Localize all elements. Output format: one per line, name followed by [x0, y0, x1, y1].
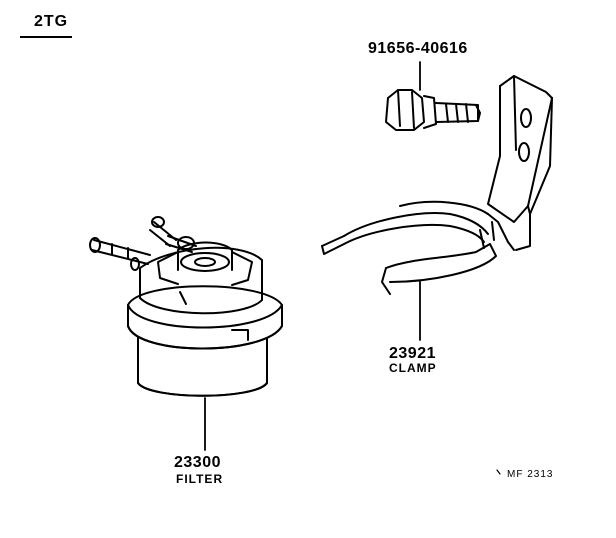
bolt-part-number: 91656-40616: [368, 40, 468, 57]
filter-part-name: FILTER: [176, 472, 224, 486]
clamp-part-number: 23921: [389, 345, 436, 362]
diagram-reference-code: MF 2313: [507, 469, 554, 480]
engine-variant-label: 2TG: [34, 13, 69, 30]
filter-part-number: 23300: [174, 454, 221, 471]
bolt-illustration: [385, 89, 481, 131]
ref-tick-mark: [496, 469, 501, 475]
clamp-part-name: CLAMP: [389, 361, 437, 375]
clamp-illustration: [321, 75, 553, 295]
variant-underline: [20, 36, 72, 38]
fuel-filter-illustration: [89, 216, 283, 397]
